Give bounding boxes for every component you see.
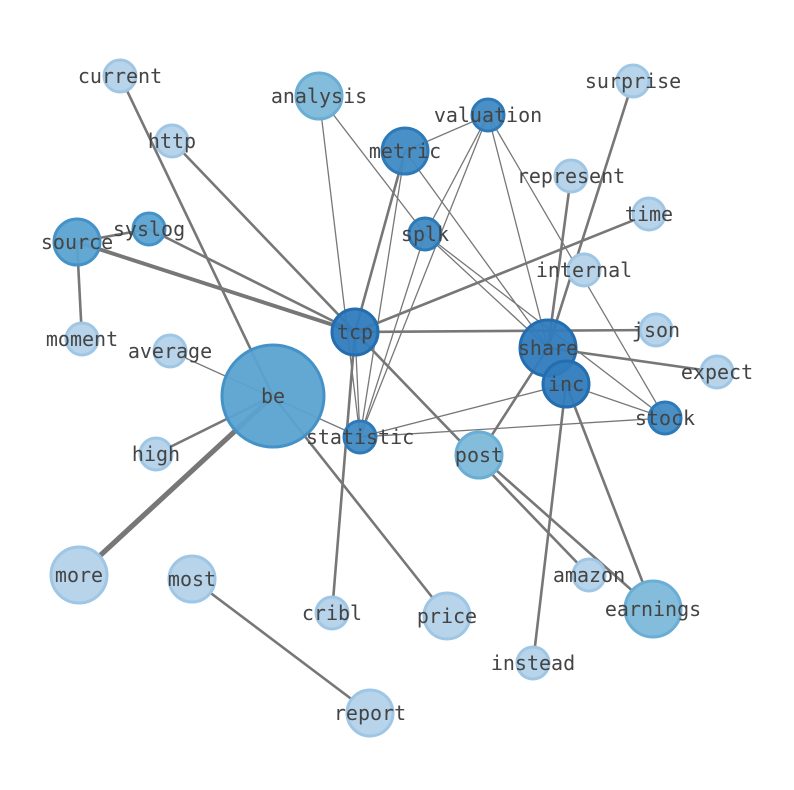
label-layer: current analysis valuation surprise http metr… <box>41 64 753 725</box>
node-label-moment: moment <box>46 327 118 351</box>
node-cribl[interactable] <box>314 595 350 631</box>
edge-tcp-json <box>353 328 658 334</box>
node-average[interactable] <box>152 333 188 369</box>
node-label-analysis: analysis <box>271 84 367 108</box>
node-price[interactable] <box>422 591 472 641</box>
node-earnings[interactable] <box>623 579 683 639</box>
node-expect[interactable] <box>699 354 735 390</box>
node-syslog[interactable] <box>131 211 167 247</box>
node-label-current: current <box>78 64 162 88</box>
node-source[interactable] <box>52 217 102 267</box>
node-label-amazon: amazon <box>553 563 625 587</box>
node-label-statistic: statistic <box>306 425 414 449</box>
node-label-tcp: tcp <box>337 320 373 344</box>
edge-valuation-share <box>487 114 549 349</box>
node-label-time: time <box>625 202 673 226</box>
node-label-share: share <box>518 336 578 360</box>
node-most[interactable] <box>167 554 217 604</box>
node-time[interactable] <box>631 196 667 232</box>
edge-inc-instead <box>531 382 568 665</box>
node-stock[interactable] <box>647 400 683 436</box>
edge-source-tcp <box>75 240 357 334</box>
edge-inc-statistic <box>359 383 567 438</box>
node-label-http: http <box>148 129 196 153</box>
edge-syslog-tcp <box>147 227 357 334</box>
node-valuation[interactable] <box>470 97 506 133</box>
node-high[interactable] <box>138 436 174 472</box>
node-label-metric: metric <box>369 139 441 163</box>
node-be[interactable] <box>220 343 326 449</box>
edge-statistic-stock <box>359 417 666 438</box>
node-label-source: source <box>41 230 113 254</box>
node-label-surprise: surprise <box>585 69 681 93</box>
node-label-represent: represent <box>517 164 625 188</box>
node-label-splk: splk <box>401 222 449 246</box>
node-amazon[interactable] <box>571 557 607 593</box>
edge-most-report <box>190 577 372 715</box>
node-surprise[interactable] <box>615 63 651 99</box>
node-label-cribl: cribl <box>302 601 362 625</box>
edge-http-tcp <box>170 139 357 334</box>
node-instead[interactable] <box>515 645 551 681</box>
edge-inc-earnings <box>564 382 655 611</box>
node-label-be: be <box>261 384 285 408</box>
node-splk[interactable] <box>407 216 443 252</box>
node-current[interactable] <box>102 58 138 94</box>
node-statistic[interactable] <box>342 419 378 455</box>
edge-metric-share <box>404 150 549 349</box>
node-label-json: json <box>632 318 680 342</box>
node-label-earnings: earnings <box>605 597 701 621</box>
edge-metric-tcp <box>353 149 407 334</box>
node-json[interactable] <box>638 312 674 348</box>
node-moment[interactable] <box>64 321 100 357</box>
node-inc[interactable] <box>541 359 591 409</box>
node-layer <box>49 58 735 738</box>
node-label-most: most <box>168 567 216 591</box>
edge-valuation-splk <box>424 114 489 235</box>
node-label-more: more <box>55 563 103 587</box>
edge-splk-statistic <box>359 233 426 438</box>
node-metric[interactable] <box>380 126 430 176</box>
node-internal[interactable] <box>566 252 602 288</box>
node-label-stock: stock <box>635 406 695 430</box>
node-label-inc: inc <box>548 372 584 396</box>
node-label-expect: expect <box>681 360 753 384</box>
edge-current-be <box>118 74 275 398</box>
node-more[interactable] <box>49 545 109 605</box>
edge-post-earnings <box>477 453 655 611</box>
node-report[interactable] <box>345 688 395 738</box>
node-label-average: average <box>128 339 212 363</box>
edge-surprise-share <box>546 79 635 350</box>
node-label-high: high <box>132 442 180 466</box>
node-post[interactable] <box>454 430 504 480</box>
node-label-report: report <box>334 701 406 725</box>
node-http[interactable] <box>154 123 190 159</box>
node-analysis[interactable] <box>294 71 344 121</box>
node-represent[interactable] <box>553 158 589 194</box>
edge-analysis-statistic <box>318 95 361 438</box>
node-label-valuation: valuation <box>434 103 542 127</box>
node-tcp[interactable] <box>330 307 380 357</box>
node-label-internal: internal <box>536 258 632 282</box>
node-label-instead: instead <box>491 651 575 675</box>
edge-tcp-cribl <box>330 330 357 615</box>
node-label-post: post <box>455 443 503 467</box>
edge-analysis-splk <box>318 95 426 235</box>
edge-time-tcp <box>353 212 651 334</box>
node-label-price: price <box>417 604 477 628</box>
node-label-syslog: syslog <box>113 217 185 241</box>
edge-valuation-statistic <box>359 114 489 438</box>
